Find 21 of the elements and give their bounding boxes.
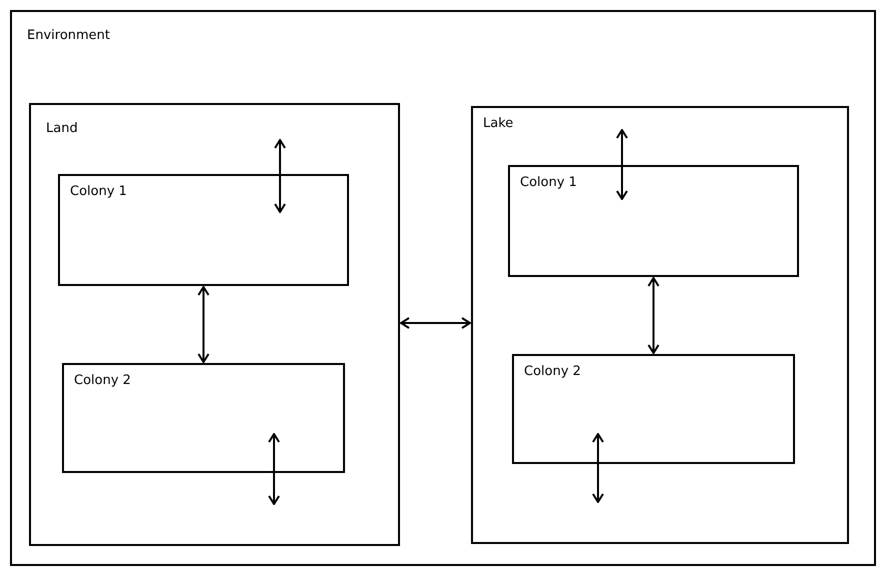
double-arrow [648,277,660,354]
double-arrow [616,129,628,200]
box-label: Colony 1 [520,175,577,190]
box-label: Lake [483,116,514,131]
colony-box [508,165,799,277]
box-label: Colony 2 [74,373,131,388]
double-arrow [198,286,210,363]
colony-box [62,363,345,473]
box-label: Colony 1 [70,184,127,199]
double-arrow [400,317,471,329]
colony-box [512,354,795,464]
double-arrow [592,433,604,503]
double-arrow [274,139,286,213]
double-arrow [268,433,280,505]
environment-box [10,10,876,566]
box-label: Land [46,121,78,136]
colony-box [58,174,349,286]
box-label: Colony 2 [524,364,581,379]
region-box [471,106,849,544]
box-label: Environment [27,28,110,43]
region-box [29,103,400,546]
